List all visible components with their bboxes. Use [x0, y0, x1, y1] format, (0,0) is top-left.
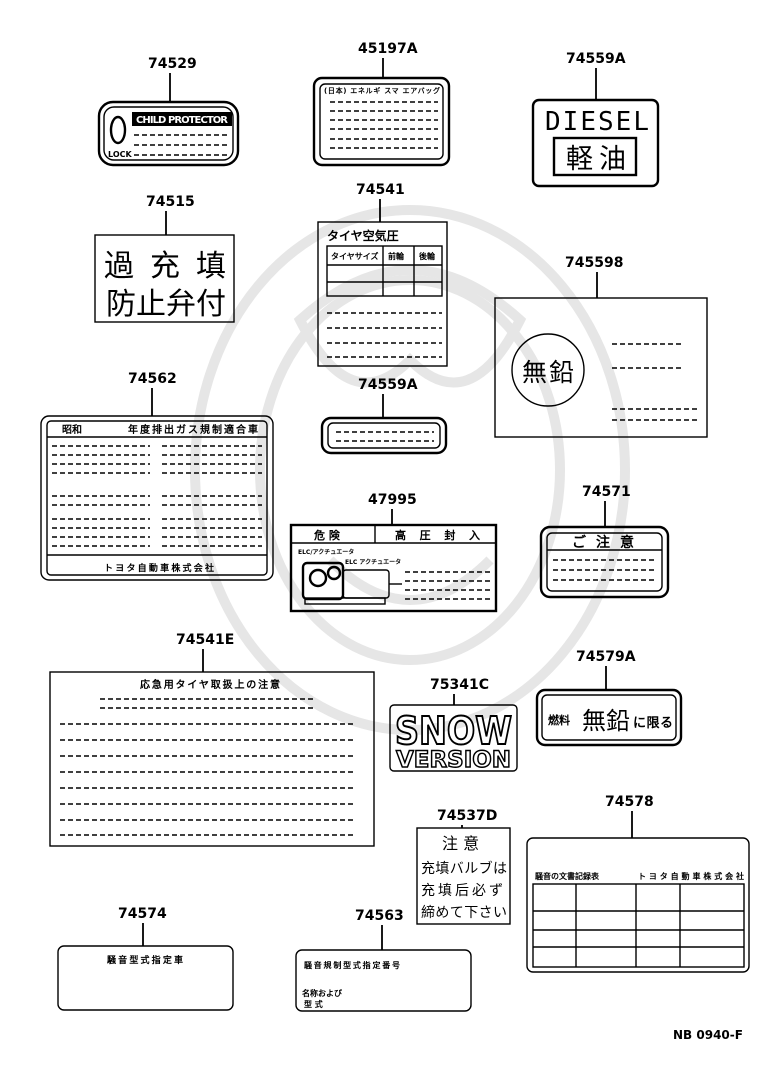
label-outline — [389, 704, 518, 772]
label-outline — [320, 416, 448, 455]
part-number: 74515 — [146, 194, 195, 210]
child-protector-banner — [132, 112, 232, 126]
part-745598: 745598 無鉛 — [494, 255, 708, 438]
valve-line-3: 締めて下さい — [421, 904, 507, 921]
actuator-caption-1: ELC/アクチュエータ — [298, 548, 354, 556]
spare-tire-caution-title: 応急用タイヤ取扱上の注意 — [140, 678, 280, 691]
part-number: 74571 — [582, 484, 631, 500]
part-number: 74578 — [605, 794, 654, 810]
part-74578: 74578 騒音の文書記録表 トヨタ自動車株式会社 — [526, 794, 750, 973]
part-74537D: 74537D 注 意 充填バルブは 充填后必ず 締めて下さい — [416, 808, 511, 925]
spare-tire-caution-lines — [60, 723, 355, 836]
unleaded-text: 無鉛 — [522, 358, 574, 387]
part-number: 74537D — [437, 808, 497, 824]
noise-record-title: 騒音の文書記録表 — [534, 871, 600, 881]
showa-text: 昭和 — [62, 423, 82, 436]
label-outline — [295, 949, 472, 1012]
watermark-emblem — [190, 205, 630, 735]
label-outline — [494, 297, 708, 438]
caution-title: ご注意 — [572, 534, 634, 551]
airbag-caution-text: (日本) エネルギ スマ エアバッグ — [324, 86, 440, 95]
part-74559A-blank: 74559A — [320, 377, 448, 455]
part-number: 45197A — [358, 41, 418, 57]
part-45197A: 45197A (日本) エネルギ スマ エアバッグ — [312, 41, 451, 167]
part-number: 74559A — [566, 51, 626, 67]
part-74579A: 74579A 燃料 無鉛 に限る — [535, 649, 683, 747]
part-74559A-diesel: 74559A DIESEL 軽油 — [531, 51, 660, 188]
model-text: 型 式 — [304, 999, 323, 1009]
label-outline — [94, 234, 235, 323]
valve-line-2: 充填后必ず — [421, 883, 503, 899]
toyota-company-text: トヨタ自動車株式会社 — [638, 871, 744, 881]
part-74574: 74574 騒音型式指定車 — [57, 906, 234, 1011]
label-outline — [312, 76, 451, 167]
caution-title: 注 意 — [442, 834, 479, 853]
label-outline — [531, 98, 660, 188]
valve-text: 防止弁付 — [106, 287, 226, 322]
high-pressure-text: 高 圧 封 入 — [395, 528, 480, 542]
tire-size-header: タイヤサイズ — [331, 251, 379, 261]
emission-compliant-text: 年度排出ガス規制適合車 — [128, 423, 258, 436]
part-number: 75341C — [430, 677, 489, 693]
label-outline — [289, 523, 498, 613]
snow-text: SNOW — [395, 709, 512, 753]
part-number: 74529 — [148, 56, 197, 72]
part-47995: 47995 危 険 高 圧 封 入 ELC/アクチュエータ ELC アクチュエー… — [289, 492, 498, 613]
part-number: 74563 — [355, 908, 404, 924]
part-74515: 74515 過 充 填 防止弁付 — [94, 194, 235, 323]
name-and-text: 名称および — [302, 988, 342, 998]
noise-regulation-number-text: 騒音規制型式指定番号 — [303, 960, 400, 970]
rear-header: 後輪 — [419, 251, 436, 261]
version-text: VERSION — [396, 748, 511, 773]
part-number: 74562 — [128, 371, 177, 387]
part-number: 74579A — [576, 649, 636, 665]
label-outline — [57, 945, 234, 1011]
label-outline — [97, 100, 240, 167]
actuator-caption-2: ELC アクチュエータ — [345, 558, 401, 566]
child-protector-text: CHILD PROTECTOR — [136, 115, 228, 126]
keiyu-text: 軽油 — [566, 144, 626, 175]
lock-text: LOCK — [108, 150, 132, 159]
part-75341C: 75341C SNOW VERSION — [389, 677, 518, 774]
part-number: 745598 — [565, 255, 623, 271]
label-outline — [539, 525, 670, 599]
overfill-text: 過 充 填 — [104, 249, 226, 284]
front-header: 前輪 — [388, 251, 405, 261]
part-74562: 74562 昭和 年度排出ガス規制適合車 トヨタ自動車株式会社 — [40, 371, 274, 581]
label-outline — [535, 688, 683, 747]
part-number: 74559A — [358, 377, 418, 393]
unleaded-text: 無鉛 — [582, 707, 630, 735]
keiyu-box — [552, 136, 638, 177]
label-outline — [317, 221, 448, 367]
label-inner-outline — [103, 106, 234, 161]
part-number: 47995 — [368, 492, 417, 508]
part-74541: 74541 タイヤ空気圧 タイヤサイズ 前輪 後輪 — [317, 182, 448, 367]
unleaded-circle — [511, 333, 585, 407]
noise-type-designated-text: 騒音型式指定車 — [107, 954, 183, 966]
tire-pressure-title: タイヤ空気圧 — [327, 228, 399, 243]
label-outline — [49, 671, 375, 847]
part-number: 74541E — [176, 632, 234, 648]
label-outline — [40, 415, 274, 581]
part-74529: 74529 CHILD PROTECTOR LOCK — [97, 56, 240, 167]
label-outline — [416, 827, 511, 925]
part-number: 74541 — [356, 182, 405, 198]
emission-detail-lines — [52, 445, 262, 547]
valve-line-1: 充填バルブは — [421, 860, 507, 877]
noise-record-table — [532, 883, 745, 968]
label-outline — [526, 837, 750, 973]
actuator-illustration — [301, 561, 402, 605]
only-text: に限る — [633, 716, 673, 731]
lock-symbol — [109, 115, 127, 145]
danger-text: 危 険 — [313, 528, 341, 542]
diesel-text: DIESEL — [545, 107, 649, 137]
part-number: 74574 — [118, 906, 167, 922]
part-74541E: 74541E 応急用タイヤ取扱上の注意 — [49, 632, 375, 847]
fuel-text: 燃料 — [547, 713, 570, 727]
diagram-code: NB 0940-F — [673, 1028, 743, 1042]
toyota-company-text: トヨタ自動車株式会社 — [104, 562, 214, 574]
